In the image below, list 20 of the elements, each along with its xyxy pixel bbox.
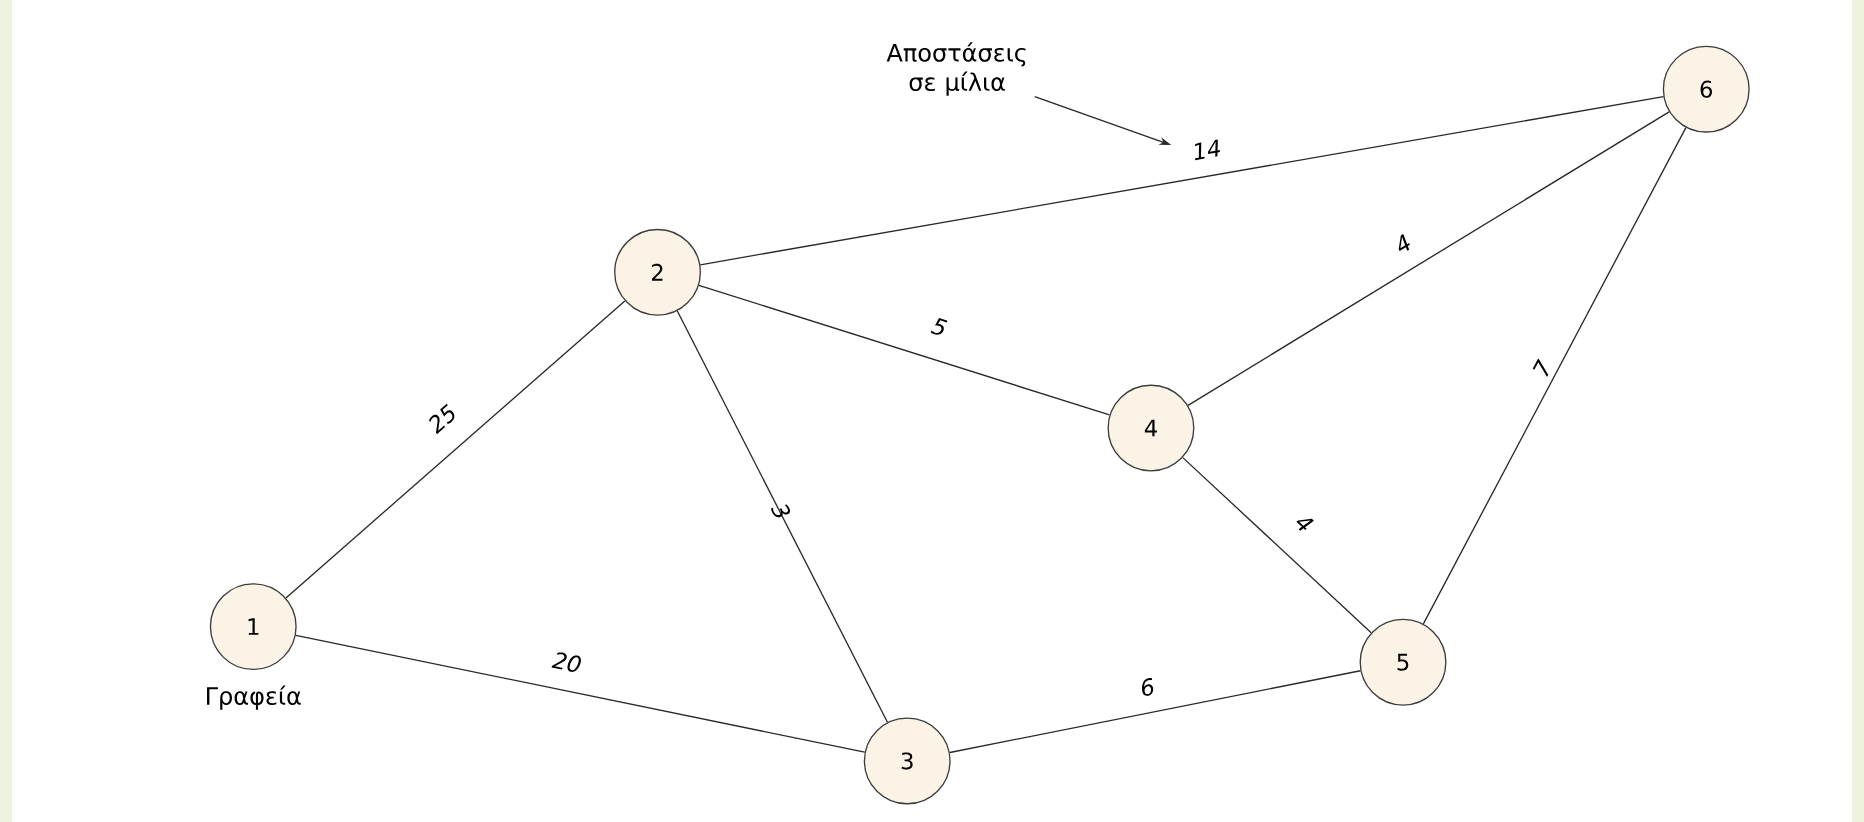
edge-label: 20 (551, 652, 581, 672)
edge-line (699, 96, 1665, 266)
edge-label: 25 (429, 403, 455, 435)
edge-line (676, 310, 889, 723)
caption-text: Γραφεία (207, 685, 301, 710)
edge-line (698, 284, 1111, 416)
edge-label: 7 (1532, 358, 1549, 377)
edge-label: 4 (1398, 233, 1410, 251)
edge-line (1182, 456, 1372, 634)
edge-line (949, 670, 1362, 754)
edge-label: 6 (1142, 678, 1154, 696)
edge-label: 14 (1195, 139, 1220, 161)
edge-label: 3 (771, 504, 791, 518)
edge-line (295, 634, 866, 753)
edge-line (285, 300, 626, 599)
edge-line (1187, 111, 1670, 407)
edge-line (1422, 126, 1687, 625)
note-text: Αποστάσεις σε μίλια (886, 42, 1026, 96)
edge-label: 5 (930, 318, 948, 335)
edge-label: 4 (1296, 518, 1314, 531)
